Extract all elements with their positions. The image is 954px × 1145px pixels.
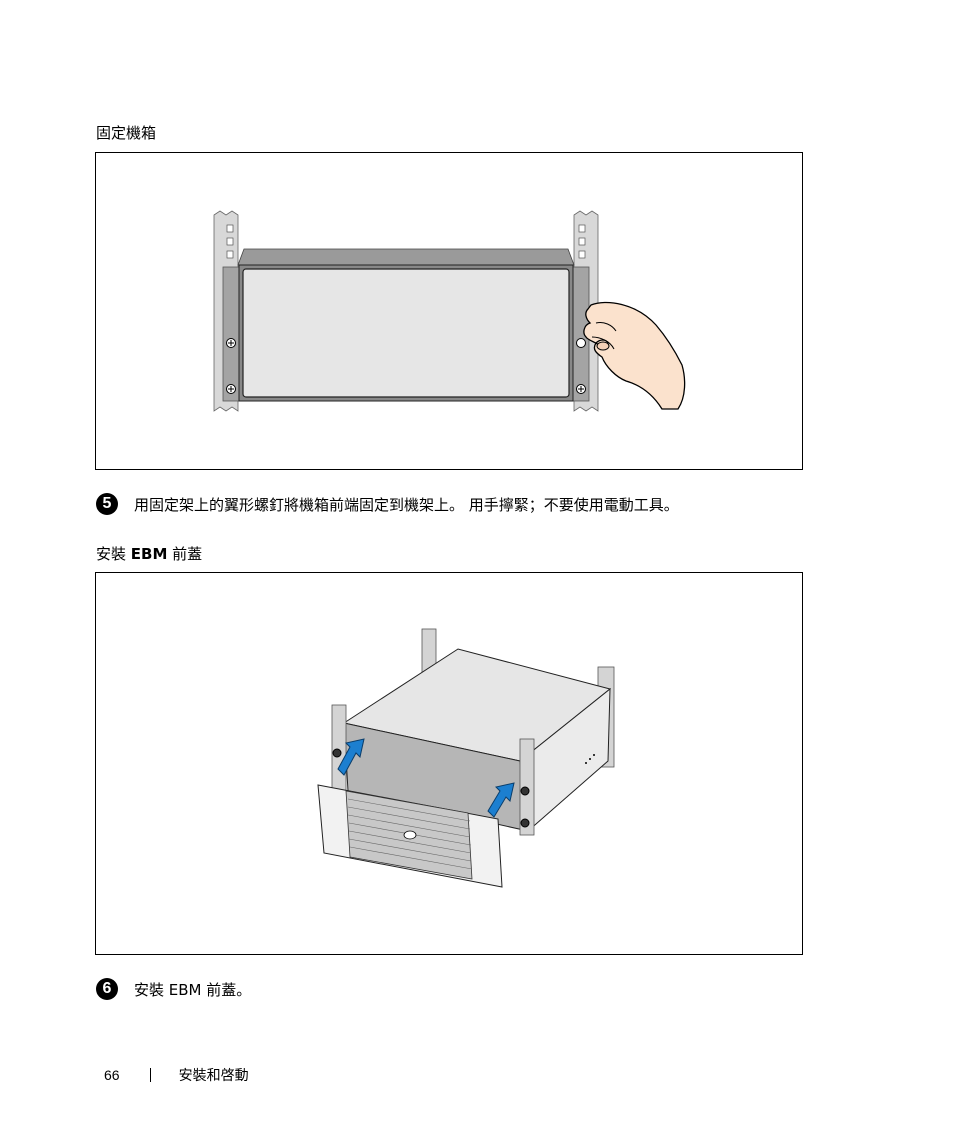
figure-install-ebm-bezel bbox=[95, 572, 803, 955]
step-text: 用固定架上的翼形螺釘將機箱前端固定到機架上。 用手擰緊；不要使用電動工具。 bbox=[134, 495, 679, 514]
chapter-title: 安裝和啓動 bbox=[178, 1068, 249, 1084]
step-5: 5 用固定架上的翼形螺釘將機箱前端固定到機架上。 用手擰緊；不要使用電動工具。 bbox=[96, 493, 679, 515]
section-heading-secure-chassis: 固定機箱 bbox=[96, 124, 156, 142]
page-number: 66 bbox=[104, 1067, 120, 1083]
step-number-badge: 5 bbox=[96, 493, 118, 515]
illustration-ebm-bezel bbox=[317, 628, 615, 888]
page-footer: 66 安裝和啓動 bbox=[104, 1065, 249, 1085]
figure-secure-chassis bbox=[95, 152, 803, 470]
arrow-icon bbox=[337, 738, 515, 818]
logo-badge-icon bbox=[403, 830, 417, 840]
left-rack-rail bbox=[213, 210, 240, 412]
footer-divider bbox=[149, 1068, 151, 1082]
illustration-chassis-rack bbox=[213, 210, 686, 412]
ebm-front-bezel bbox=[317, 784, 503, 888]
heading-bold: EBM bbox=[130, 545, 168, 563]
hand-icon bbox=[583, 301, 686, 410]
step-number-badge: 6 bbox=[96, 978, 118, 1000]
step-text: 安裝 EBM 前蓋。 bbox=[134, 980, 252, 999]
heading-prefix: 安裝 bbox=[96, 545, 131, 563]
section-heading-text: 固定機箱 bbox=[96, 124, 157, 142]
heading-suffix: 前蓋 bbox=[167, 545, 203, 563]
step-6: 6 安裝 EBM 前蓋。 bbox=[96, 978, 251, 1000]
thumbscrew-icon bbox=[226, 338, 586, 394]
section-heading-install-ebm-bezel: 安裝 EBM 前蓋 bbox=[96, 545, 202, 563]
